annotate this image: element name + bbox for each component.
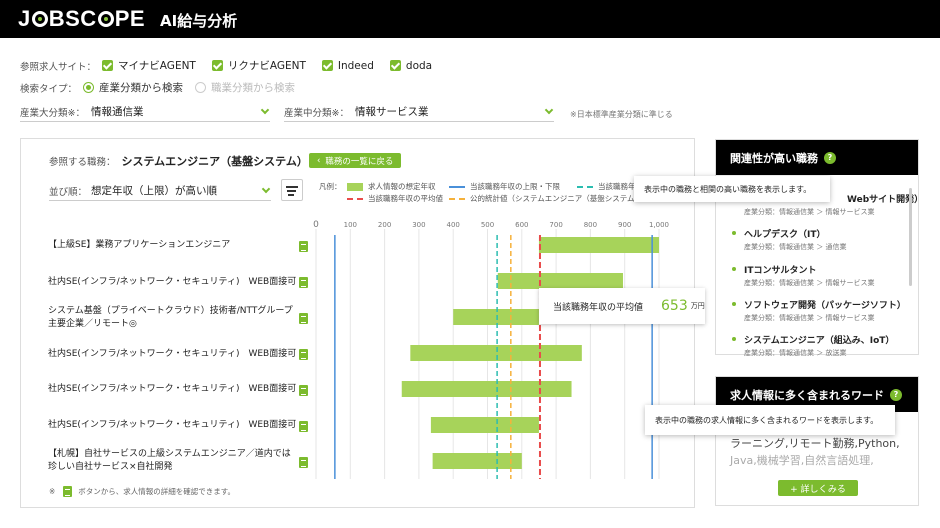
job-label[interactable]: 社内SE(インフラ/ネットワーク・セキュリティ) WEB面接可 [48, 277, 297, 287]
salary-range-bar [497, 273, 623, 289]
keywords-panel: 求人情報に多く含まれるワード ? ラーニング,リモート勤務,Python, Ja… [715, 376, 919, 506]
footer-mark: ※ [49, 487, 56, 496]
keyword-list: ラーニング,リモート勤務,Python, Java,機械学習,自然言語処理, [730, 437, 900, 467]
app-title: AI給与分析 [160, 12, 238, 30]
document-icon[interactable] [299, 421, 308, 432]
filter-icon [286, 186, 298, 188]
related-scrollbar[interactable] [909, 188, 912, 286]
sort-select[interactable]: 並び順： 想定年収（上限）が高い順 [49, 181, 271, 201]
salary-range-bar [410, 345, 582, 361]
reference-occupation: 参照する職務： システムエンジニア（基盤システム） [49, 155, 308, 168]
average-value: 653 [661, 298, 688, 314]
legend-bar: 求人情報の想定年収 [347, 181, 436, 192]
bullet-icon [732, 231, 736, 235]
site-checkbox-mynavi[interactable]: マイナビAGENT [102, 58, 196, 73]
document-icon[interactable] [299, 277, 308, 288]
x-tick-label: 700 [549, 221, 562, 229]
x-tick-label: 400 [447, 221, 460, 229]
salary-range-bar [430, 417, 539, 433]
legend-average: 当該職務年収の平均値 [347, 193, 443, 204]
industry-major-value: 情報通信業 [90, 106, 144, 118]
document-icon[interactable] [299, 313, 308, 324]
chevron-down-icon [260, 105, 270, 115]
x-tick-label: 1,000 [649, 221, 669, 229]
job-label[interactable]: 【上級SE】業務アプリケーションエンジニア [48, 240, 231, 250]
keywords-tooltip: 表示中の職務の求人情報に多く含まれるワードを表示します。 [645, 405, 895, 435]
help-icon[interactable]: ? [890, 388, 902, 401]
chevron-down-icon [544, 105, 554, 115]
site-checkbox-doda[interactable]: doda [389, 60, 432, 72]
industry-major-select[interactable]: 産業大分類※： 情報通信業 [20, 102, 270, 122]
site-checkbox-rikunabi[interactable]: リクナビAGENT [211, 58, 306, 73]
site-filter-row: 参照求人サイト： マイナビAGENT リクナビAGENT Indeed doda [20, 58, 448, 73]
x-tick-label: 200 [378, 221, 391, 229]
x-tick-label: 500 [481, 221, 494, 229]
industry-mid-select[interactable]: 産業中分類※： 情報サービス業 [284, 102, 554, 122]
industry-note: ※日本標準産業分類に準じる [570, 110, 673, 119]
checkbox-icon [102, 60, 114, 71]
bullet-icon [732, 302, 736, 306]
document-icon[interactable] [299, 349, 308, 360]
document-icon[interactable] [299, 385, 308, 396]
sites-label: 参照求人サイト： [20, 61, 97, 73]
job-label[interactable]: 社内SE(インフラ/ネットワーク・セキュリティ) WEB面接可 [48, 384, 297, 394]
x-tick-label: 600 [515, 221, 528, 229]
salary-range-chart: 0 100 200 300 400 500 600 700 800 900 1,000 [313, 220, 669, 479]
salary-range-bar [432, 453, 522, 469]
document-icon[interactable] [299, 457, 308, 468]
checkbox-icon [389, 60, 401, 71]
checkbox-icon [211, 60, 223, 71]
x-tick-label: 900 [618, 221, 631, 229]
reference-occupation-value: システムエンジニア（基盤システム） [121, 155, 308, 168]
job-label[interactable]: 社内SE(インフラ/ネットワーク・セキュリティ) WEB面接可 [48, 420, 297, 430]
job-label[interactable]: システム基盤（プライベートクラウド）技術者/NTTグループ主要企業／リモート◎ [48, 306, 293, 329]
radio-industry-search[interactable]: 産業分類から検索 [83, 80, 183, 95]
document-icon [63, 486, 73, 497]
sort-value: 想定年収（上限）が高い順 [91, 185, 218, 197]
document-icon[interactable] [299, 241, 308, 252]
search-type-row: 検索タイプ： 産業分類から検索 職業分類から検索 [20, 80, 307, 95]
industry-mid-value: 情報サービス業 [354, 106, 429, 118]
job-label[interactable]: 社内SE(インフラ/ネットワーク・セキュリティ) WEB面接可 [48, 349, 297, 359]
bullet-icon [732, 337, 736, 341]
x-tick-label: 300 [412, 221, 425, 229]
radio-selected-icon [83, 82, 95, 93]
site-checkbox-indeed[interactable]: Indeed [321, 60, 374, 72]
help-icon[interactable]: ? [824, 151, 836, 164]
legend-stat: 当該職務年収 [577, 181, 643, 192]
see-more-button[interactable]: + 詳しくみる [778, 480, 858, 496]
back-to-list-button[interactable]: ‹ 職務の一覧に戻る [309, 153, 402, 168]
chevron-left-icon: ‹ [317, 155, 321, 166]
x-tick-label: 800 [584, 221, 597, 229]
job-label[interactable]: 【札幌】自社サービスの上級システムエンジニア／道内では珍しい自社サービス×自社開… [48, 449, 291, 472]
filter-button[interactable] [281, 179, 303, 201]
legend-range: 当該職務年収の上限・下限 [449, 181, 560, 192]
average-tooltip: 当該職務年収の平均値 653 万円 [539, 288, 705, 324]
radio-occupation-search[interactable]: 職業分類から検索 [195, 80, 295, 95]
bullet-icon [732, 267, 736, 271]
related-tooltip: 表示中の職務と相関の高い職務を表示します。 [634, 176, 830, 202]
checkbox-icon [321, 60, 333, 71]
legend-title: 凡例： [319, 182, 342, 191]
x-tick-label: 100 [344, 221, 357, 229]
salary-range-bar [538, 237, 659, 253]
legend-public: 公的統計値（システムエンジニア（基盤システム [449, 193, 635, 204]
salary-chart-panel: 参照する職務： システムエンジニア（基盤システム） ‹ 職務の一覧に戻る 並び順… [20, 138, 705, 508]
search-type-label: 検索タイプ： [20, 83, 78, 95]
x-tick-label: 0 [313, 220, 319, 230]
radio-empty-icon [195, 82, 207, 93]
related-title: 関連性が高い職務 ? [716, 140, 918, 175]
salary-range-bar [453, 309, 539, 325]
related-occupations-panel: 関連性が高い職務 ? Webサイト開発）産業分類：情報通信業 ＞ 情報サービス業… [715, 139, 923, 357]
footer-note: ※ ボタンから、求人情報の詳細を確認できます。 [49, 486, 236, 497]
salary-range-bar [401, 381, 572, 397]
